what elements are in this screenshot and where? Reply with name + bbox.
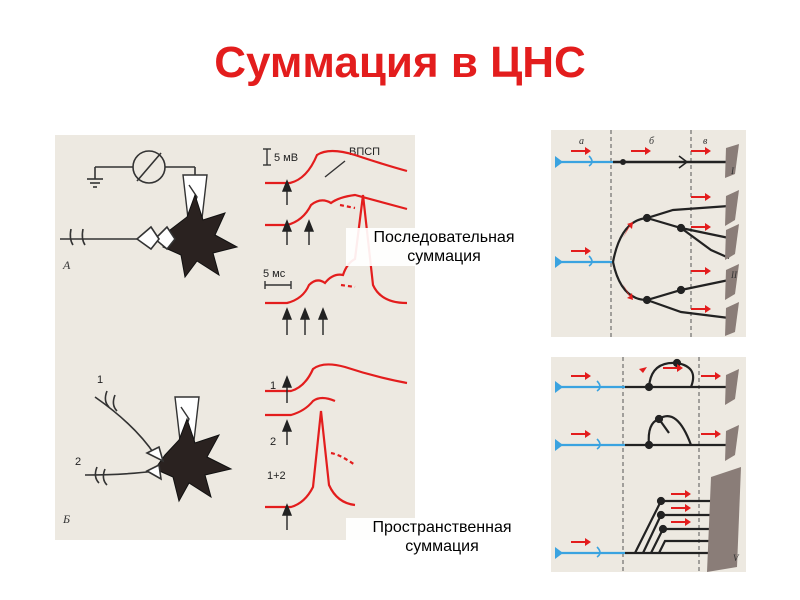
circuit-row-4 xyxy=(555,414,739,461)
slide-title: Суммация в ЦНС xyxy=(214,38,586,87)
row-2-label: II xyxy=(730,270,738,280)
epsp-trace-input-1 xyxy=(265,363,408,393)
circuit-row-1: I xyxy=(555,144,739,178)
epsp-trace-input-2 xyxy=(265,396,336,417)
time-scale-label: 5 мс xyxy=(263,268,286,280)
recording-circuit xyxy=(87,150,196,188)
sequential-epsp-traces xyxy=(265,149,408,305)
circuit-row-2 xyxy=(555,190,739,336)
spatial-summation-label: Пространственная суммация xyxy=(346,518,538,556)
zone-c-label: в xyxy=(703,136,708,147)
signal-arrows-bottom xyxy=(571,364,721,546)
circuit-row-3 xyxy=(555,358,739,405)
epsp-trace-double xyxy=(265,193,408,227)
trace-1-label: 1 xyxy=(270,380,276,392)
zone-a-label: а xyxy=(579,136,584,147)
spatial-circuit-figure: V xyxy=(551,357,746,572)
neuron-a-icon xyxy=(162,193,239,279)
input-1-label: 1 xyxy=(97,374,103,386)
epsp-label: ВПСП xyxy=(349,146,380,158)
zone-b-label: б xyxy=(649,136,655,147)
signal-arrows-top xyxy=(571,147,711,313)
spatial-epsp-traces xyxy=(265,363,408,509)
neuron-recording-figure: А 5 мВ 5 мс ВПСП xyxy=(55,135,415,540)
trace-2-label: 2 xyxy=(270,436,276,448)
row-1-label: I xyxy=(730,166,735,176)
stimulus-arrows-a xyxy=(281,179,329,335)
panel-a-label: А xyxy=(62,258,71,272)
sequential-summation-label: Последовательная суммация xyxy=(346,228,542,266)
row-5-label: V xyxy=(733,553,740,563)
circuit-row-5 xyxy=(555,467,741,572)
trace-sum-label: 1+2 xyxy=(267,470,286,482)
panel-b-label: Б xyxy=(62,512,70,526)
epsp-trace-sum xyxy=(265,410,356,509)
voltage-scale-label: 5 мВ xyxy=(274,152,298,164)
stimulus-arrows-b xyxy=(281,375,293,530)
epsp-trace-triple xyxy=(265,194,408,305)
input-2-label: 2 xyxy=(75,456,81,468)
neuron-b-icon xyxy=(154,417,233,503)
sequential-circuit-figure: а б в I II xyxy=(551,130,746,337)
epsp-trace-single xyxy=(265,149,408,185)
